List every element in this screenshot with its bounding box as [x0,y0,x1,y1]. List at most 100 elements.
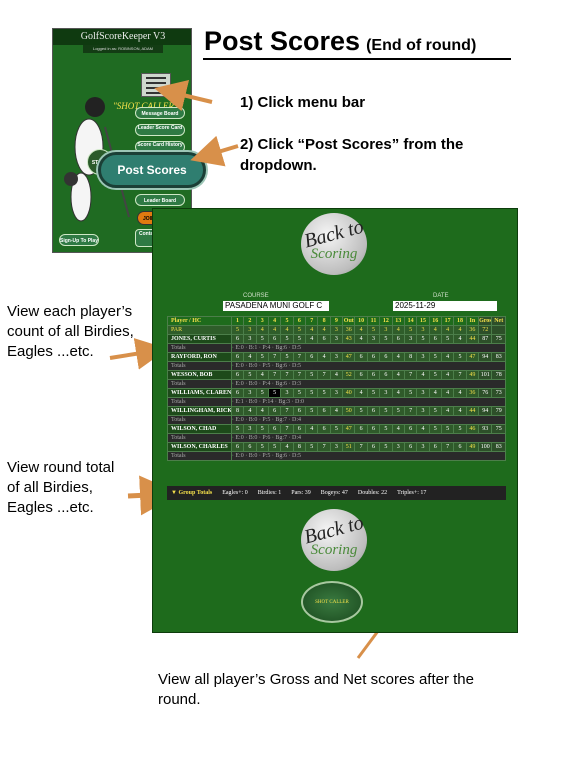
score-cell: 100 [478,442,493,452]
score-cell: 3 [379,325,393,335]
score-cell: 11 [366,316,381,326]
score-cell: 49 [465,442,480,452]
score-cell: 83 [491,352,506,362]
leader-board-button[interactable]: Leader Board [135,194,185,206]
score-cell: 4 [305,424,319,434]
score-cell: 5 [391,406,405,416]
score-cell: 3 [416,325,430,335]
score-cell: 3 [416,406,430,416]
score-cell: 8 [403,352,418,362]
player-stats-row: Totals· E:0 · B:0 · P:5 · Bg:6 · D:5 [167,451,507,461]
score-cell: 44 [465,406,480,416]
score-cell: 4 [416,370,430,380]
player-name: WESSON, BOB [167,370,232,380]
score-cell: 6 [366,352,381,362]
score-cell: 5 [440,424,455,434]
score-cell: 18 [453,316,467,326]
score-cell: 7 [267,352,282,362]
score-cell: 6 [354,424,368,434]
score-cell: 5 [379,442,393,452]
score-cell: 6 [305,352,319,362]
course-field: PASADENA MUNI GOLF C [223,301,329,311]
score-cell: 5 [403,325,418,335]
doubles-total: Doubles: 22 [357,490,388,496]
player-stats-row: Totals· E:0 · B:1 · P:4 · Bg:6 · D:5 [167,343,507,353]
score-cell: 6 [366,442,381,452]
message-board-button[interactable]: Message Board [135,107,185,119]
score-cell: 4 [440,406,455,416]
pars-total: Pars: 39 [291,490,311,496]
score-cell: 5 [280,334,294,344]
score-cell: 6 [317,424,331,434]
player-stats: · E:0 · B:1 · P:4 · Bg:6 · D:5 [230,343,507,353]
player-stats: · E:0 · B:0 · P:4 · Bg:6 · D:3 [230,379,507,389]
score-cell: 43 [342,334,356,344]
score-cell: 4 [243,352,257,362]
score-cell: 75 [491,334,506,344]
score-cell: 3 [391,442,405,452]
score-cell: 5 [403,388,418,398]
score-cell: 3 [329,334,344,344]
score-cell: 6 [267,406,282,416]
score-cell: 6 [230,352,245,362]
score-cell: 5 [428,352,442,362]
score-cell: 6 [354,370,368,380]
stats-label: Totals [167,379,232,389]
note-gross-net: View all player’s Gross and Net scores a… [158,671,474,708]
score-cell: 6 [428,442,442,452]
player-row[interactable]: WILLIAMS, CLARENCE6355355534045345344436… [167,388,506,398]
sign-up-button[interactable]: Sign-Up To Play [59,234,99,246]
score-cell: 12 [379,316,393,326]
score-cell: 75 [491,424,506,434]
score-cell: 3 [366,334,381,344]
score-cell: 6 [230,388,245,398]
triples-total: Triples+: 17 [397,490,427,496]
score-cell: 5 [453,352,467,362]
score-cell: 6 [391,334,405,344]
score-cell: 83 [491,442,506,452]
page-subtitle: (End of round) [366,37,477,54]
score-cell: 3 [416,388,430,398]
score-cell: 3 [416,352,430,362]
score-cell: 5 [255,424,269,434]
score-cell: 6 [403,442,418,452]
score-cell: 7 [317,370,331,380]
leader-score-card-button[interactable]: Leader Score Card [135,124,185,136]
score-cell: 6 [292,424,307,434]
score-cell: 5 [230,325,245,335]
score-cell: 5 [267,388,282,398]
score-cell: 4 [305,325,319,335]
score-cell: 4 [453,334,467,344]
shot-caller-logo: SHOT CALLER [301,581,363,623]
score-cell: 40 [342,388,356,398]
score-cell: 4 [317,325,331,335]
player-name: RAYFORD, RON [167,352,232,362]
score-cell: 6 [230,334,245,344]
score-cell: 4 [440,388,455,398]
score-cell: 4 [329,406,344,416]
menu-bar-button[interactable] [141,73,171,97]
score-cell: 7 [354,442,368,452]
score-cell: 5 [255,352,269,362]
post-scores-button[interactable]: Post Scores [98,152,206,188]
score-cell: 4 [280,442,294,452]
score-cell: In [465,316,480,326]
score-cell: 4 [440,352,455,362]
score-cell: 6 [354,352,368,362]
score-cell: 93 [478,424,493,434]
score-cell: 36 [465,388,480,398]
score-cell: 7 [440,442,455,452]
score-cell: 3 [403,334,418,344]
score-cell: 5 [453,424,467,434]
score-cell: 6 [243,442,257,452]
score-cell: 5 [329,424,344,434]
